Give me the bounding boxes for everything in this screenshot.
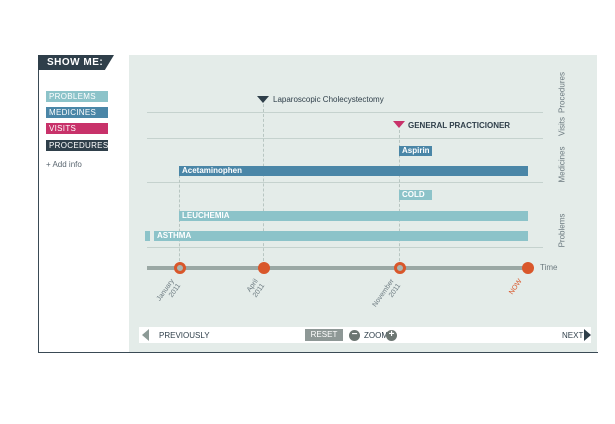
filter-visits[interactable]: VISITS xyxy=(46,123,108,134)
category-medicines: Medicines xyxy=(557,146,567,183)
row-divider-procedures xyxy=(147,112,543,113)
category-problems: Problems xyxy=(557,213,567,248)
reset-button[interactable]: RESET xyxy=(305,329,343,341)
procedure-label[interactable]: Laparoscopic Cholecystectomy xyxy=(273,95,384,104)
next-button[interactable]: NEXT xyxy=(562,331,584,340)
timeline-point-november[interactable] xyxy=(394,262,406,274)
frame-left-border xyxy=(38,55,39,353)
timeline-point-april[interactable] xyxy=(258,262,270,274)
problem-bar-leuchemia[interactable]: LEUCHEMIA xyxy=(179,211,528,221)
previous-arrow-icon[interactable] xyxy=(142,329,149,341)
row-divider-visits xyxy=(147,138,543,139)
problem-bar-asthma-fragment[interactable] xyxy=(145,231,150,241)
previous-button[interactable]: PREVIOUSLY xyxy=(159,331,210,340)
timeline-point-now[interactable] xyxy=(522,262,534,274)
timeline-point-january[interactable] xyxy=(174,262,186,274)
time-axis[interactable] xyxy=(147,266,531,270)
filter-procedures[interactable]: PROCEDURES xyxy=(46,140,108,151)
gridline-april xyxy=(263,104,264,266)
filter-problems[interactable]: PROBLEMS xyxy=(46,91,108,102)
problem-bar-cold[interactable]: COLD xyxy=(399,190,432,200)
medicine-bar-aspirin[interactable]: Aspirin xyxy=(399,146,432,156)
procedure-marker-icon[interactable] xyxy=(257,96,269,103)
frame-bottom-border xyxy=(38,352,598,353)
navigation-bar xyxy=(139,327,591,343)
time-axis-label: Time xyxy=(540,263,558,272)
row-divider-medicines xyxy=(147,182,543,183)
visit-label[interactable]: GENERAL PRACTICIONER xyxy=(408,121,511,130)
filter-medicines[interactable]: MEDICINES xyxy=(46,107,108,118)
medicine-bar-acetaminophen[interactable]: Acetaminophen xyxy=(179,166,528,176)
timeline-panel xyxy=(129,55,597,352)
show-me-header: SHOW ME: xyxy=(38,55,114,70)
row-divider-problems xyxy=(147,247,543,248)
add-info-link[interactable]: + Add info xyxy=(46,160,82,169)
problem-bar-asthma[interactable]: ASTHMA xyxy=(154,231,528,241)
next-arrow-icon[interactable] xyxy=(584,329,591,341)
zoom-in-icon[interactable]: + xyxy=(386,330,397,341)
zoom-out-icon[interactable]: − xyxy=(349,330,360,341)
zoom-label: ZOOM xyxy=(364,331,388,340)
visit-marker-icon[interactable] xyxy=(393,121,405,128)
